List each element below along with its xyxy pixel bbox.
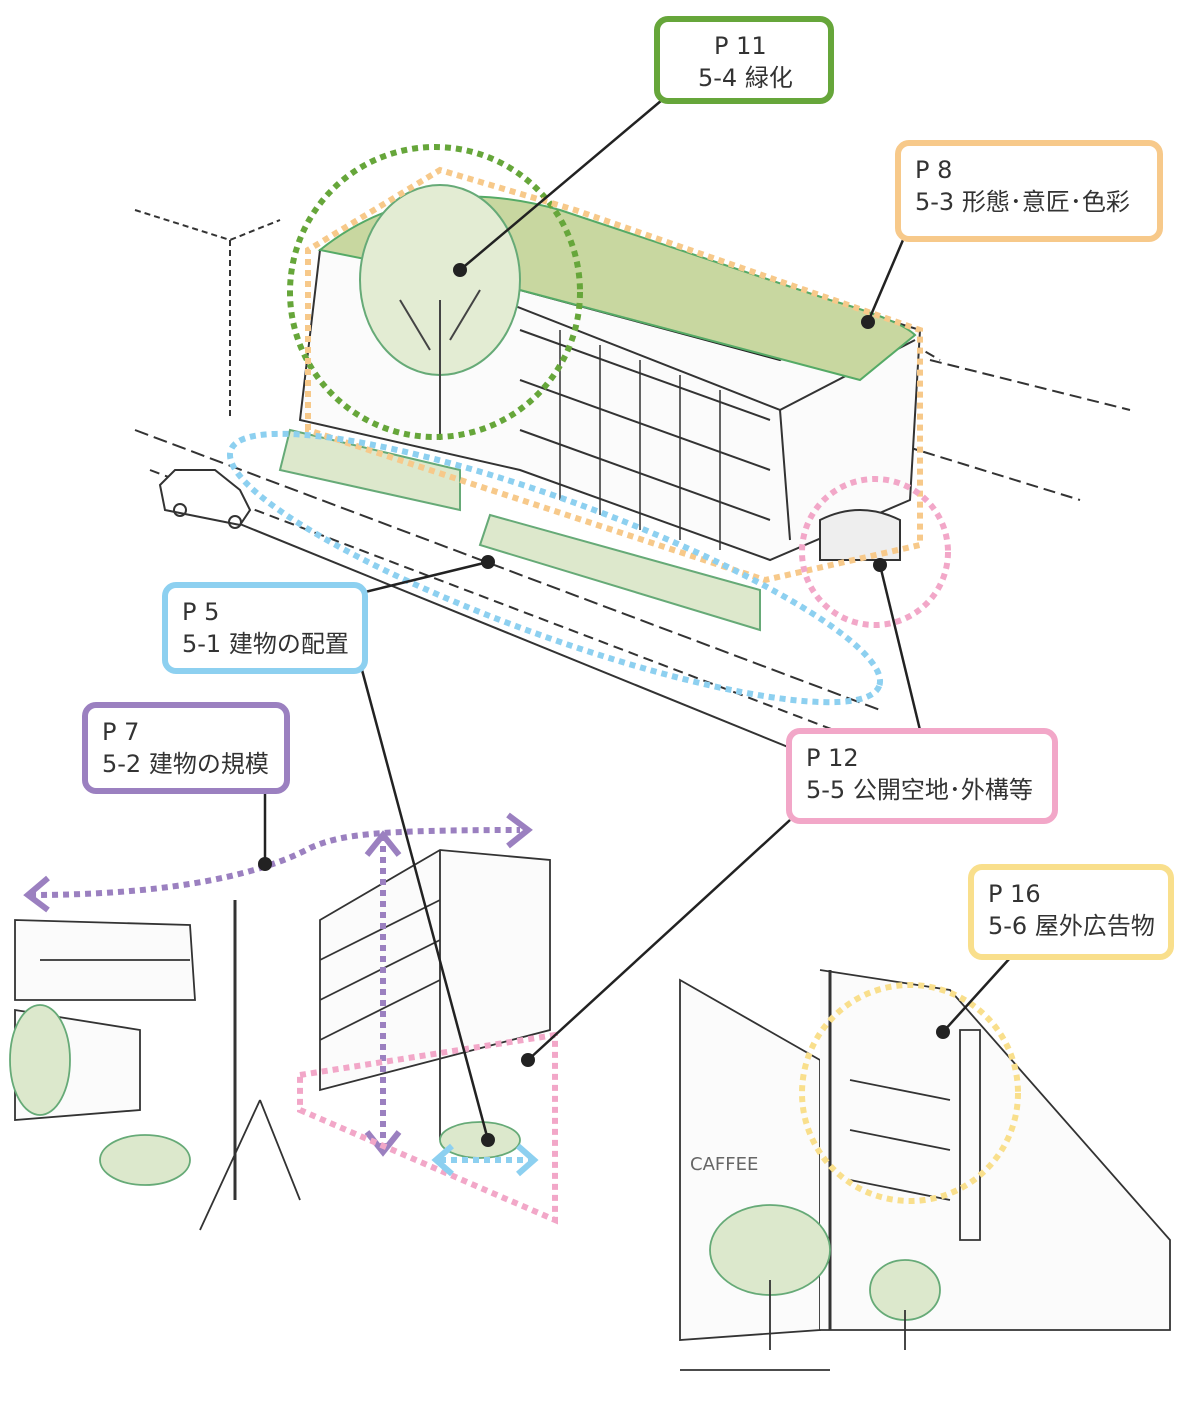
signage-section: 5-6 屋外広告物 [988,912,1155,940]
placement-label: P 5 5-1 建物の配置 [162,582,368,674]
openspace-label: P 12 5-5 公開空地･外構等 [786,728,1058,824]
signage-highlight-circle [799,982,1021,1204]
greening-section: 5-4 緑化 [698,64,793,92]
placement-highlight-ellipse [226,430,884,706]
scale-arrowhead-left [23,875,50,913]
placement-page: P 5 [182,598,220,626]
openspace-page: P 12 [806,744,859,772]
scale-page: P 7 [102,718,140,746]
openspace-section: 5-5 公開空地･外構等 [806,776,1033,804]
setback-arrowheads [431,1143,539,1177]
scale-width-arrow [29,827,521,898]
greening-highlight-circle [287,144,583,440]
leader-dots [258,263,950,1147]
scale-arrowhead-right [506,812,533,849]
form-section: 5-3 形態･意匠･色彩 [915,188,1130,216]
scale-section: 5-2 建物の規模 [102,750,269,778]
form-label: P 8 5-3 形態･意匠･色彩 [895,140,1163,242]
scale-label: P 7 5-2 建物の規模 [82,702,290,794]
greening-page: P 11 [714,32,767,60]
building-illustration [134,184,1131,761]
shop-street-illustration: CAFFEE [679,969,1171,1371]
form-page: P 8 [915,156,953,184]
shop-sign-text: CAFFEE [690,1154,758,1175]
greening-label: P 11 5-4 緑化 [654,16,834,104]
signage-page: P 16 [988,880,1041,908]
signage-label: P 16 5-6 屋外広告物 [968,864,1174,960]
openspace-highlight-circle [799,476,951,628]
street-illustration [9,849,551,1231]
openspace-highlight-area [297,1031,558,1225]
placement-section: 5-1 建物の配置 [182,630,349,658]
leader-lines [263,99,1011,1141]
